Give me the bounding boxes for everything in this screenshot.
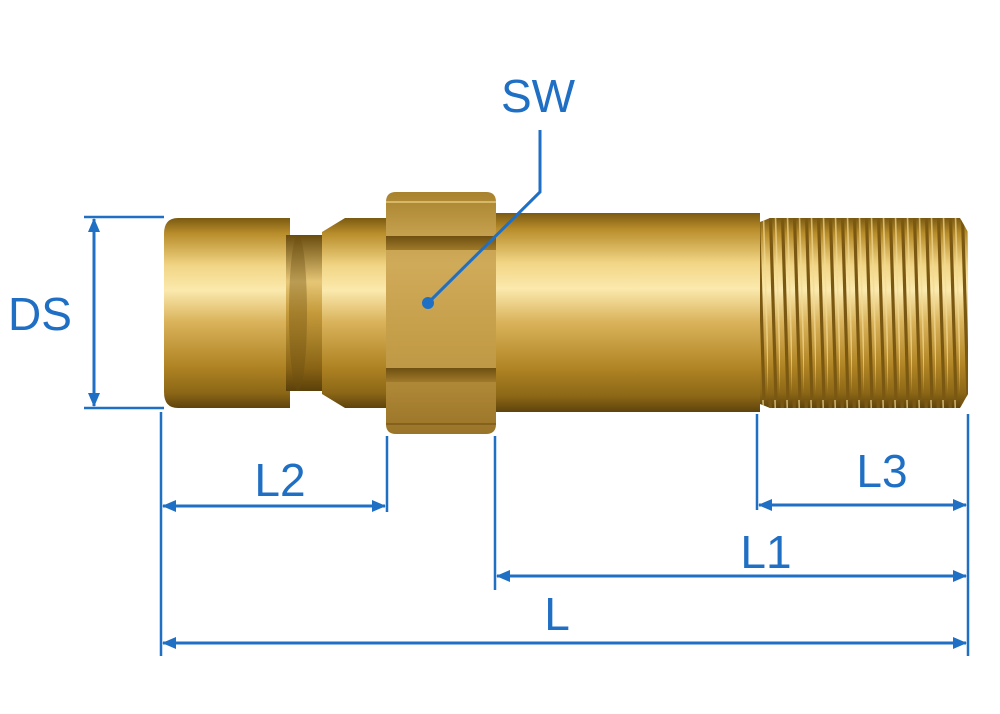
plug-collar — [322, 218, 386, 408]
body-shaft — [494, 213, 760, 412]
l1-label: L1 — [740, 526, 791, 578]
hex-nut — [386, 192, 496, 434]
l3-label: L3 — [856, 445, 907, 497]
l-label: L — [544, 588, 570, 640]
brass-connector — [164, 192, 968, 434]
plug-groove — [286, 235, 324, 391]
sw-leader — [422, 130, 542, 309]
thread — [760, 218, 968, 408]
sw-label: SW — [501, 70, 576, 122]
plug-nose — [164, 218, 290, 408]
l2-label: L2 — [254, 454, 305, 506]
extension-lines — [84, 215, 970, 656]
ds-label: DS — [8, 288, 72, 340]
